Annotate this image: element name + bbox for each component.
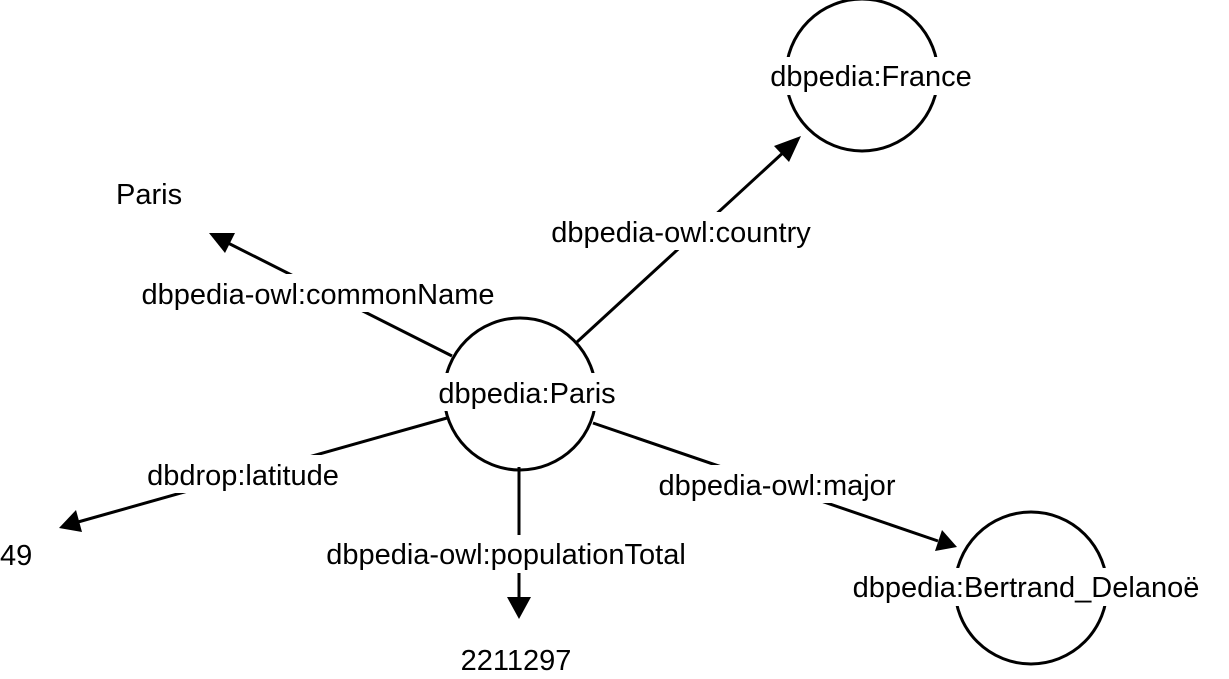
node-france-label: dbpedia:France xyxy=(770,61,972,93)
edge-country-label-bg xyxy=(528,212,834,250)
node-bertrand-label-bg xyxy=(822,568,1229,606)
edge-common-name-arrowhead xyxy=(209,233,235,253)
node-bertrand-label: dbpedia:Bertrand_Delanoë xyxy=(853,572,1200,604)
edge-country-label: dbpedia-owl:country xyxy=(551,217,811,249)
edge-common-name-label: dbpedia-owl:commonName xyxy=(142,279,495,311)
literal-population: 2211297 xyxy=(461,645,572,677)
edge-latitude-arrowhead xyxy=(59,510,82,532)
node-paris-label: dbpedia:Paris xyxy=(438,378,615,410)
node-paris-label-bg xyxy=(420,373,632,411)
edge-major-label: dbpedia-owl:major xyxy=(659,470,896,502)
edge-country-arrowhead xyxy=(774,136,801,162)
node-france-label-bg xyxy=(752,57,992,95)
literal-latitude: 49 xyxy=(0,540,32,572)
edge-common-name-label-bg xyxy=(110,274,526,312)
edge-major-arrowhead xyxy=(935,530,957,551)
edge-latitude-label-bg xyxy=(128,455,358,493)
edge-latitude-label: dbdrop:latitude xyxy=(147,460,339,492)
literal-common-name: Paris xyxy=(116,179,182,211)
edge-population-total-label-bg xyxy=(292,535,720,573)
edge-population-total-arrowhead xyxy=(507,597,531,619)
edge-major-label-bg xyxy=(636,465,918,503)
edge-population-total-label: dbpedia-owl:populationTotal xyxy=(326,539,686,571)
